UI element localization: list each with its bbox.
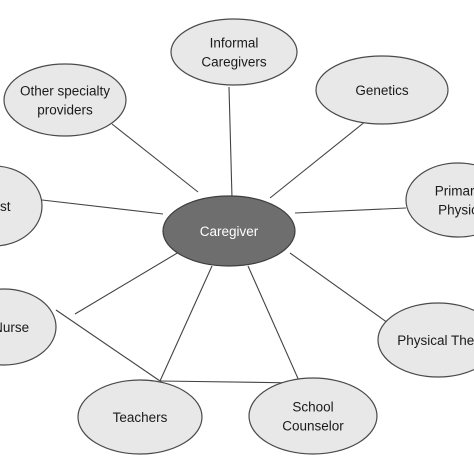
node-label: ol Nurse (0, 320, 29, 335)
node-ellipse (0, 165, 43, 247)
connector-lines (41, 86, 407, 384)
node-label: Genetics (355, 83, 409, 98)
node-label: School (292, 400, 333, 415)
connector-line (159, 265, 213, 382)
node-label: Teachers (113, 410, 168, 425)
node-ellipse (405, 162, 474, 238)
connector-line (228, 86, 233, 199)
connector-line (111, 123, 199, 193)
node-therapist: rapist (0, 165, 43, 247)
node-label: Caregiver (200, 224, 259, 239)
connector-line (55, 309, 161, 382)
node-label: providers (37, 103, 93, 118)
connector-line (247, 265, 301, 384)
node-ellipse (315, 55, 449, 125)
connector-line (289, 252, 389, 324)
node-primary-physician: PrimaryPhysic (405, 162, 474, 238)
node-ellipse (248, 377, 378, 455)
node-other-specialty-providers: Other specialty providers (3, 63, 127, 137)
node-ellipse (170, 18, 298, 86)
node-label: Counselor (282, 419, 344, 434)
connector-line (159, 380, 301, 384)
connector-line (269, 120, 367, 199)
connector-line (74, 251, 180, 315)
node-teachers: Teachers (77, 379, 203, 455)
node-label: rapist (0, 199, 11, 214)
node-label: Informal (210, 36, 259, 51)
node-label: Physic (438, 203, 474, 218)
node-physical-therapist: Physical Ther (377, 302, 474, 378)
node-ellipse (162, 195, 296, 267)
connector-line (294, 207, 407, 214)
node-label: Physical Ther (397, 333, 474, 348)
node-center: Caregiver (162, 195, 296, 267)
node-ellipse (377, 302, 474, 378)
node-label: Other specialty (20, 84, 110, 99)
node-label: Caregivers (201, 55, 267, 70)
node-genetics: Genetics (315, 55, 449, 125)
node-ellipse (3, 63, 127, 137)
node-ellipse (77, 379, 203, 455)
node-school-nurse: ol Nurse (0, 288, 57, 366)
connector-line (41, 199, 164, 215)
node-label: Primary (435, 184, 474, 199)
node-ellipse (0, 288, 57, 366)
